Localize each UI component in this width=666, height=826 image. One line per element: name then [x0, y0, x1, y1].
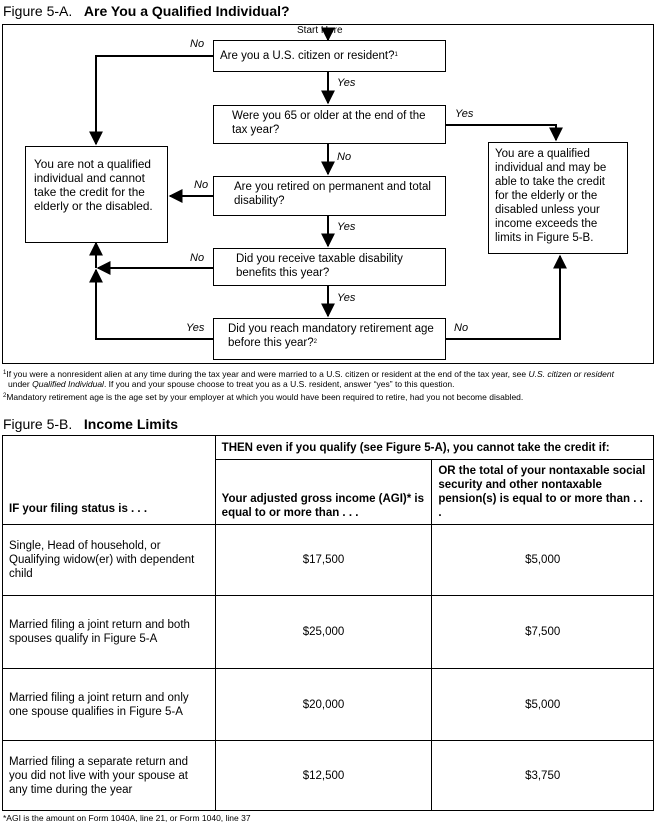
- label-q5-yes: Yes: [186, 322, 205, 334]
- footnote-1-line-2: under Qualified Individual. If you and y…: [8, 379, 455, 389]
- label-q3-no: No: [194, 179, 209, 191]
- flowchart-frame: [2, 24, 654, 364]
- header-filing-status: IF your filing status is . . .: [2, 435, 216, 525]
- label-q4-no: No: [190, 252, 205, 264]
- footnote-1-text-c: . If you and your spouse choose to treat…: [103, 379, 455, 389]
- table-header-row-top: IF your filing status is . . . THEN even…: [2, 435, 655, 525]
- footnote-1-text-a: If you were a nonresident alien at any t…: [6, 369, 529, 379]
- figure-5b-heading: Income Limits: [83, 416, 179, 432]
- figure-5a-number: Figure 5-A.: [3, 3, 73, 19]
- row-2-status: Married filing a joint return and both s…: [2, 595, 216, 669]
- table-header-row-bottom: Your adjusted gross income (AGI)* is equ…: [3, 459, 654, 525]
- result-qualified-text: You are a qualified individual and may b…: [495, 148, 607, 244]
- result-not-qualified-text: You are not a qualified individual and c…: [34, 157, 153, 213]
- figure-5a-heading: Are You a Qualified Individual?: [83, 3, 290, 19]
- header-then: THEN even if you qualify (see Figure 5-A…: [214, 435, 655, 460]
- row-2-nontaxable: $7,500: [431, 595, 654, 669]
- footnote-1-mark: 1: [3, 370, 7, 376]
- question-benefits-text: Did you receive taxable disability benef…: [236, 253, 403, 279]
- footnote-2-mark: 2: [3, 393, 7, 399]
- row-4-nontaxable: $3,750: [431, 740, 654, 811]
- label-q1-no: No: [190, 38, 205, 50]
- row-1-agi: $17,500: [214, 524, 433, 596]
- row-3-nontaxable: $5,000: [431, 668, 654, 741]
- label-q1-yes: Yes: [337, 77, 356, 89]
- agi-footnote: *AGI is the amount on Form 1040A, line 2…: [3, 813, 251, 823]
- label-q3-yes: Yes: [337, 221, 356, 233]
- label-q5-no: No: [454, 322, 469, 334]
- footnote-ref-1: 1: [394, 52, 398, 58]
- question-retired-text: Are you retired on permanent and total d…: [234, 181, 431, 207]
- footnote-1-italic-a: U.S. citizen or resident: [528, 369, 614, 379]
- row-2-agi: $25,000: [214, 595, 433, 669]
- table-row: Married filing a separate return and you…: [2, 740, 654, 811]
- question-age-text: Were you 65 or older at the end of the t…: [232, 110, 426, 136]
- footnote-2-text: Mandatory retirement age is the age set …: [6, 392, 524, 402]
- question-retirement-age-box: Did you reach mandatory retirement age b…: [213, 318, 446, 360]
- footnote-1-text-b: under: [8, 379, 33, 389]
- question-retired-box: Are you retired on permanent and total d…: [213, 176, 446, 216]
- row-1-nontaxable: $5,000: [431, 524, 654, 596]
- footnote-2: 2Mandatory retirement age is the age set…: [3, 392, 523, 402]
- figure-5a-title: Figure 5-A. Are You a Qualified Individu…: [3, 3, 290, 19]
- label-q2-yes: Yes: [455, 108, 474, 120]
- row-4-agi: $12,500: [214, 740, 433, 811]
- result-not-qualified-box: You are not a qualified individual and c…: [25, 146, 168, 243]
- row-3-status: Married filing a joint return and only o…: [2, 668, 216, 741]
- label-q4-yes: Yes: [337, 292, 356, 304]
- footnote-1-italic-b: Qualified Individual: [32, 379, 104, 389]
- header-agi: Your adjusted gross income (AGI)* is equ…: [214, 459, 433, 525]
- table-row: Married filing a joint return and only o…: [2, 668, 654, 741]
- footnote-1-line-1: 1If you were a nonresident alien at any …: [3, 369, 614, 379]
- question-benefits-box: Did you receive taxable disability benef…: [213, 248, 446, 286]
- label-q2-no: No: [337, 151, 352, 163]
- question-citizen-box: Are you a U.S. citizen or resident?1: [213, 40, 446, 72]
- row-4-status: Married filing a separate return and you…: [2, 740, 216, 811]
- header-nontaxable: OR the total of your nontaxable social s…: [431, 459, 654, 525]
- row-3-agi: $20,000: [214, 668, 433, 741]
- question-citizen-text: Are you a U.S. citizen or resident?: [220, 50, 395, 62]
- question-retirement-age-text: Did you reach mandatory retirement age b…: [228, 323, 434, 349]
- table-row: Single, Head of household, or Qualifying…: [2, 524, 654, 596]
- question-age-box: Were you 65 or older at the end of the t…: [213, 105, 446, 144]
- figure-5b-title: Figure 5-B. Income Limits: [3, 416, 178, 432]
- result-qualified-box: You are a qualified individual and may b…: [488, 142, 628, 254]
- row-1-status: Single, Head of household, or Qualifying…: [2, 524, 216, 596]
- income-limits-table: IF your filing status is . . . THEN even…: [2, 435, 655, 811]
- footnote-ref-2: 2: [313, 339, 318, 345]
- table-row: Married filing a joint return and both s…: [2, 595, 654, 669]
- figure-5b-number: Figure 5-B.: [3, 416, 73, 432]
- start-here-label: Start Here: [297, 25, 343, 36]
